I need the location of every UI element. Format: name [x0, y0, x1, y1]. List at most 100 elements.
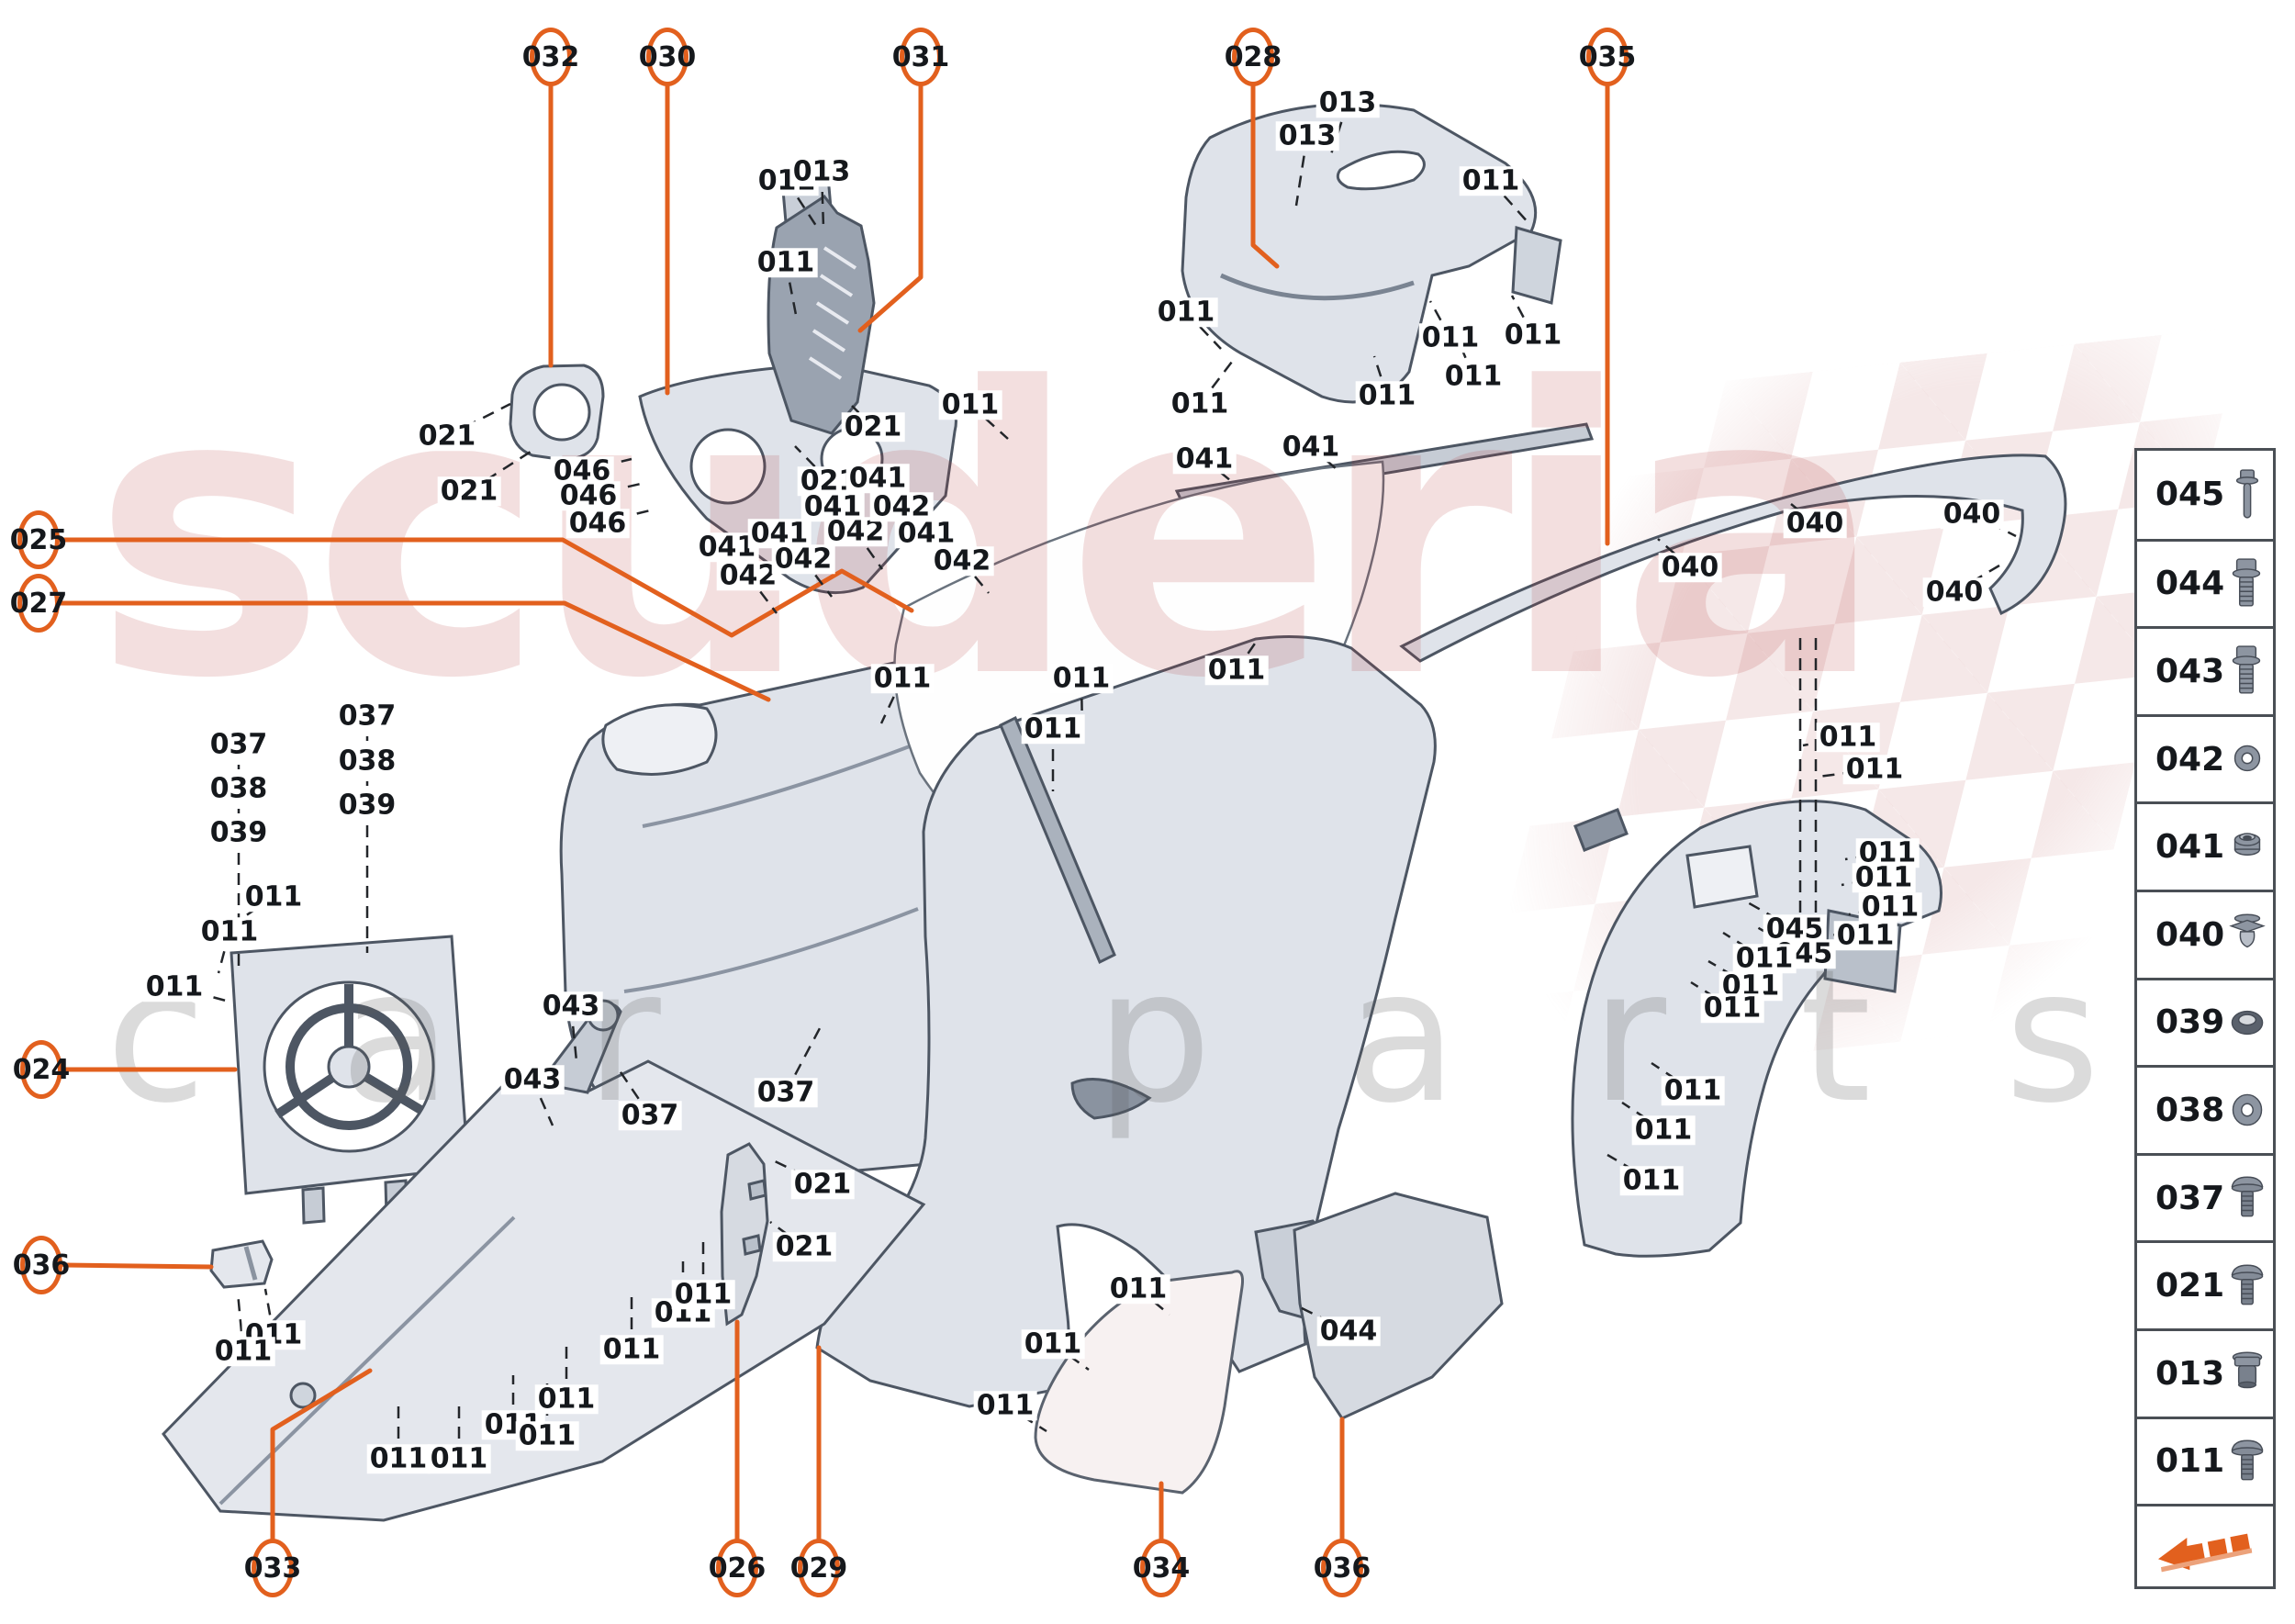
leader-line-036-left — [62, 1262, 214, 1270]
part-callout-011: 011 — [1021, 714, 1085, 744]
part-callout-011: 011 — [241, 882, 306, 912]
part-callout-042: 042 — [869, 492, 934, 521]
underbody-panel-033-edge — [218, 1215, 516, 1506]
vent-panel-031-slats — [808, 246, 857, 380]
legend-row-038[interactable]: 038 — [2137, 1065, 2273, 1153]
part-callout-021: 021 — [415, 421, 479, 451]
leader-line-027 — [58, 600, 771, 702]
leader-line-031 — [857, 84, 924, 333]
part-callout-040: 040 — [1940, 499, 2004, 529]
part-callout-011: 011 — [1661, 1076, 1725, 1105]
legend-row-042[interactable]: 042 — [2137, 713, 2273, 802]
legend-row-043[interactable]: 043 — [2137, 626, 2273, 714]
part-callout-043: 043 — [539, 991, 603, 1021]
legend-row-011[interactable]: 011 — [2137, 1416, 2273, 1505]
part-callout-038: 038 — [207, 774, 271, 803]
legend-row-044[interactable]: 044 — [2137, 538, 2273, 627]
part-callout-011: 011 — [938, 390, 1002, 420]
ref-circle-028[interactable]: 028 — [1225, 28, 1282, 86]
part-callout-011: 011 — [1833, 921, 1898, 950]
part-callout-011: 011 — [1168, 389, 1232, 419]
part-callout-011: 011 — [1501, 320, 1565, 350]
part-callout-011: 011 — [1855, 838, 1920, 868]
leader-line-025 — [58, 537, 914, 638]
legend-row-041[interactable]: 041 — [2137, 801, 2273, 890]
part-callout-011: 011 — [211, 1337, 275, 1366]
part-callout-041: 041 — [1172, 444, 1237, 474]
upper-duct-028-crease — [1219, 273, 1415, 301]
part-callout-043: 043 — [500, 1065, 565, 1094]
part-callout-037: 037 — [335, 701, 399, 731]
part-callout-011: 011 — [1619, 1166, 1684, 1195]
part-callout-046: 046 — [565, 509, 630, 538]
legend-row-045[interactable]: 045 — [2137, 451, 2273, 539]
part-callout-041: 041 — [1279, 432, 1343, 462]
part-callout-021: 021 — [772, 1232, 836, 1261]
part-callout-044: 044 — [1316, 1316, 1381, 1346]
part-callout-037: 037 — [207, 730, 271, 759]
leader-line-033 — [270, 1368, 373, 1541]
part-callout-011: 011 — [1732, 944, 1797, 973]
underbody-panel-033-grommet — [289, 1382, 317, 1409]
ref-circle-035[interactable]: 035 — [1579, 28, 1636, 86]
center-duct-027-inlet — [601, 703, 718, 776]
part-callout-011: 011 — [1459, 166, 1523, 196]
pan-screw-icon — [2224, 1260, 2270, 1313]
part-callout-011: 011 — [1106, 1274, 1170, 1304]
part-callout-011: 011 — [754, 248, 818, 277]
flange-bolt-icon — [2224, 644, 2270, 698]
ref-circle-032[interactable]: 032 — [522, 28, 579, 86]
part-callout-039: 039 — [335, 790, 399, 820]
ref-circle-026[interactable]: 026 — [709, 1539, 766, 1597]
grommet-icon — [2224, 996, 2270, 1049]
part-callout-021: 021 — [437, 476, 501, 506]
push-clip-icon — [2224, 908, 2270, 961]
part-callout-011: 011 — [1852, 863, 1916, 892]
part-callout-011: 011 — [1355, 381, 1419, 410]
quarter-glass-034 — [1034, 1270, 1244, 1495]
part-callout-046: 046 — [550, 456, 614, 486]
part-callout-011: 011 — [1816, 722, 1880, 752]
legend-number: 038 — [2155, 1091, 2225, 1129]
sill-strip-026-tabs — [742, 1179, 767, 1256]
part-callout-021: 021 — [841, 412, 905, 442]
ref-circle-029[interactable]: 029 — [790, 1539, 847, 1597]
part-callout-011: 011 — [973, 1391, 1037, 1420]
legend-row-013[interactable]: 013 — [2137, 1327, 2273, 1417]
legend-row-037[interactable]: 037 — [2137, 1152, 2273, 1241]
part-callout-021: 021 — [790, 1170, 855, 1199]
ref-circle-033[interactable]: 033 — [244, 1539, 301, 1597]
legend-number: 043 — [2155, 652, 2225, 690]
part-callout-011: 011 — [142, 972, 207, 1002]
arch-trim-035 — [1399, 454, 2067, 663]
part-callout-011: 011 — [1418, 323, 1483, 353]
legend-number: 037 — [2155, 1179, 2225, 1217]
part-callout-011: 011 — [1858, 892, 1922, 922]
legend-row-021[interactable]: 021 — [2137, 1240, 2273, 1328]
flange-nut-icon — [2224, 821, 2270, 874]
ref-circle-034[interactable]: 034 — [1133, 1539, 1190, 1597]
part-callout-011: 011 — [870, 664, 935, 693]
ref-circle-025[interactable]: 025 — [10, 510, 67, 569]
ref-circle-024[interactable]: 024 — [13, 1040, 70, 1099]
pan-screw-icon — [2224, 1171, 2270, 1225]
part-callout-011: 011 — [1842, 755, 1907, 784]
triple-arrow-logo[interactable] — [2137, 1504, 2273, 1592]
ref-circle-030[interactable]: 030 — [639, 28, 696, 86]
ref-circle-036-left[interactable]: 036 — [13, 1236, 70, 1294]
part-callout-041: 041 — [800, 492, 865, 521]
part-callout-037: 037 — [618, 1101, 682, 1130]
ref-circle-036-bottom[interactable]: 036 — [1314, 1539, 1371, 1597]
legend-row-039[interactable]: 039 — [2137, 977, 2273, 1066]
part-callout-041: 041 — [894, 519, 958, 548]
part-callout-039: 039 — [207, 818, 271, 847]
ref-circle-031[interactable]: 031 — [892, 28, 949, 86]
leader-line-028 — [1250, 84, 1280, 269]
legend-row-040[interactable]: 040 — [2137, 889, 2273, 978]
upper-duct-028-tab — [1511, 226, 1562, 305]
ref-circle-027[interactable]: 027 — [10, 574, 67, 633]
wheel-liner-036-stub — [1573, 808, 1629, 852]
legend-number: 013 — [2155, 1354, 2225, 1393]
rear-fender-029-vent — [1070, 1078, 1152, 1120]
